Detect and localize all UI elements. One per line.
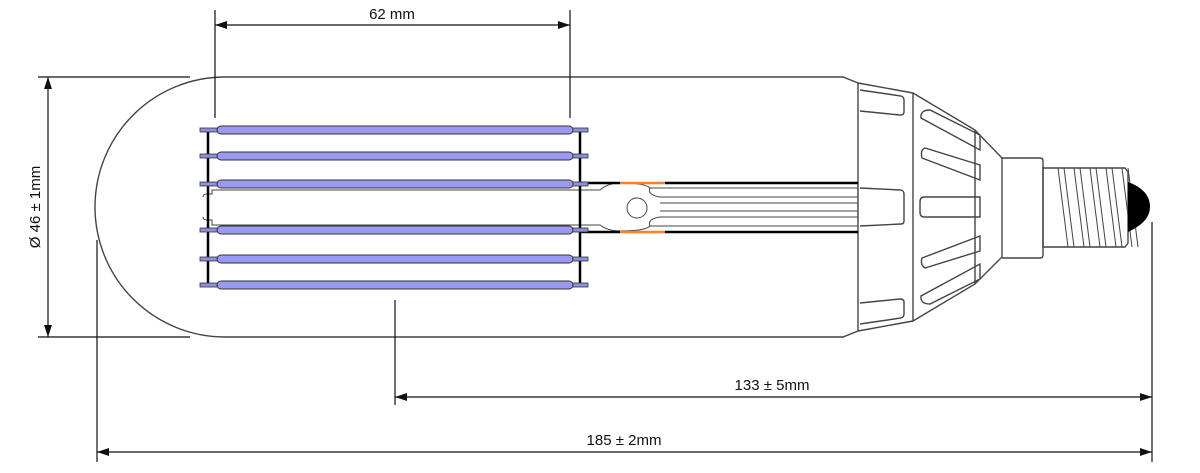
filament-2 — [216, 151, 574, 161]
diameter-label: Ø 46 ± 1mm — [27, 166, 44, 248]
thread — [1089, 167, 1107, 248]
filament-4 — [216, 225, 574, 235]
glass-to-base-length-label: 133 ± 5mm — [735, 377, 810, 394]
thread — [1073, 167, 1091, 248]
overall-length-label: 185 ± 2mm — [587, 432, 662, 449]
thread — [1057, 167, 1075, 248]
filament-length-label: 62 mm — [369, 6, 415, 23]
thread — [1105, 167, 1123, 248]
filament-6 — [216, 280, 574, 290]
glass-stem — [202, 182, 858, 232]
filaments — [199, 125, 589, 290]
filament-1 — [216, 125, 574, 135]
glass-envelope — [94, 76, 859, 338]
filament-5 — [216, 254, 574, 264]
screw-base — [1002, 157, 1150, 259]
filament-3 — [216, 179, 574, 189]
bulb-base — [857, 82, 1003, 332]
dimension-lines — [38, 10, 1153, 462]
